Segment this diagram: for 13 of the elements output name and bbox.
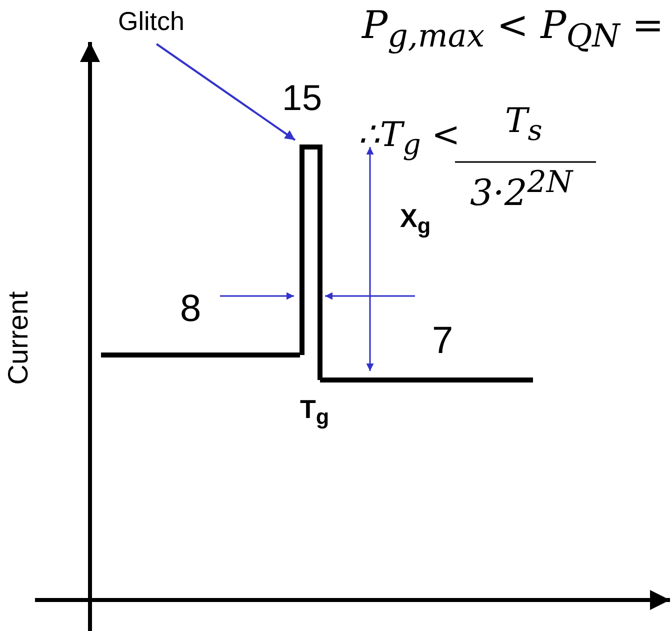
axis-title: Current bbox=[4, 291, 33, 385]
formula-denominator: 3·2$^{2N}$ bbox=[470, 168, 573, 212]
formula: P$_{g,max}$ < P$_{QN}$ = bbox=[362, 6, 664, 54]
dimension-label: X$_{g}$ bbox=[400, 205, 431, 237]
formula-numerator: T$_{s}$ bbox=[505, 104, 542, 146]
value-label: 7 bbox=[432, 322, 454, 360]
formula: ∴T$_{g}$ < bbox=[358, 118, 460, 160]
dimension-label: T$_{g}$ bbox=[300, 396, 330, 428]
callout-text: Glitch bbox=[118, 8, 184, 34]
value-label: 8 bbox=[180, 290, 202, 328]
value-label: 15 bbox=[282, 80, 322, 116]
leader-arrow bbox=[156, 43, 296, 141]
glitch-pulse bbox=[298, 143, 324, 383]
